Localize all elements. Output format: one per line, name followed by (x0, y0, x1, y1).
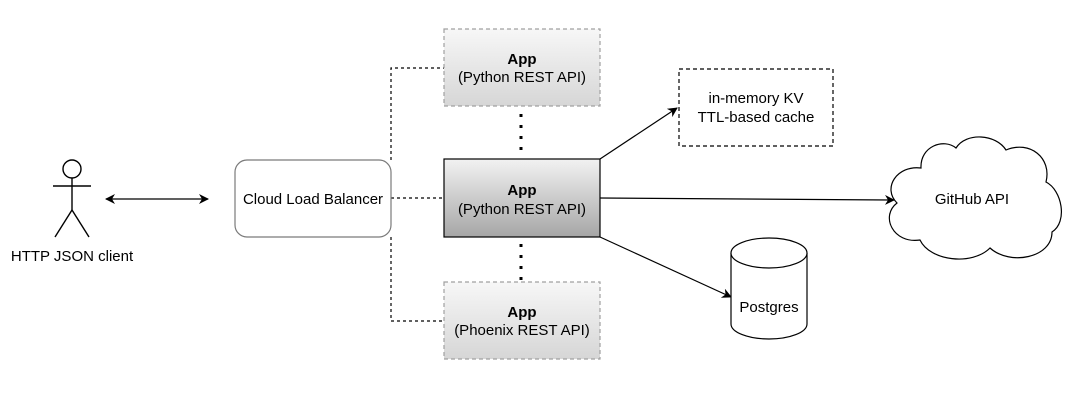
app-main-title: App (507, 182, 536, 199)
app-main-subtitle: (Python REST API) (458, 201, 586, 218)
lb-to-app-top-connector (390, 67, 444, 160)
postgres-label: Postgres (739, 299, 798, 316)
app-top-title: App (507, 51, 536, 68)
load-balancer-node: Cloud Load Balancer (234, 159, 392, 238)
app-node-bottom: App (Phoenix REST API) (443, 281, 601, 360)
app-bottom-subtitle: (Phoenix REST API) (454, 322, 590, 339)
app-node-main: App (Python REST API) (443, 158, 601, 238)
lb-to-app-bottom-connector (390, 237, 444, 322)
app-bottom-title: App (507, 304, 536, 321)
connectors (105, 67, 895, 322)
app-to-cache-arrow (599, 107, 678, 160)
app-top-subtitle: (Python REST API) (458, 69, 586, 86)
github-api-cloud: GitHub API (888, 136, 1062, 260)
cloud-icon (888, 136, 1062, 260)
github-api-label: GitHub API (935, 191, 1009, 208)
app-to-github-arrow (599, 194, 895, 205)
cache-line2: TTL-based cache (698, 109, 815, 126)
client-actor: HTTP JSON client (11, 159, 134, 265)
postgres-database: Postgres (730, 237, 808, 340)
client-label: HTTP JSON client (11, 248, 134, 265)
load-balancer-label: Cloud Load Balancer (243, 191, 383, 208)
database-cylinder-icon (730, 237, 808, 340)
cache-node: in-memory KV TTL-based cache (678, 68, 834, 147)
cache-line1: in-memory KV (708, 90, 803, 107)
app-to-postgres-arrow (599, 236, 732, 298)
app-node-top: App (Python REST API) (443, 28, 601, 107)
stick-figure-icon (53, 159, 91, 238)
